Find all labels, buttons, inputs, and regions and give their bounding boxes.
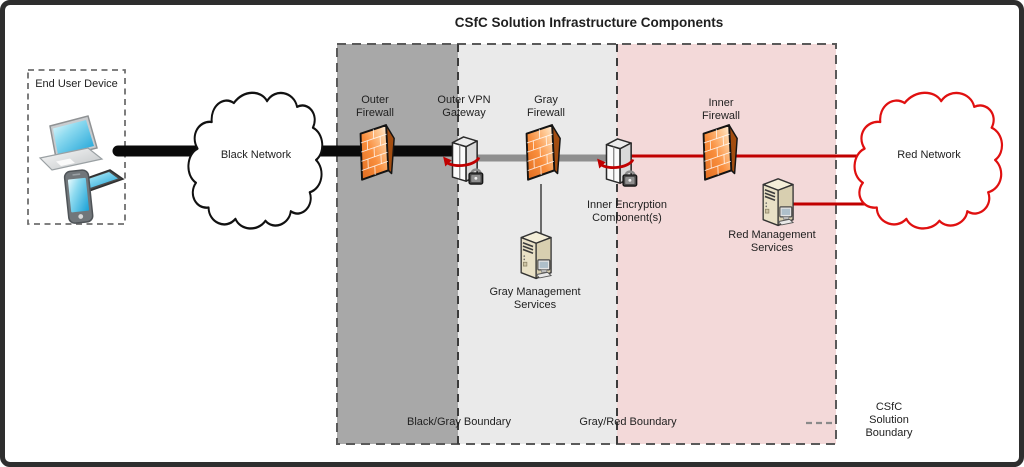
black-network-label: Black Network (220, 149, 292, 161)
red-zone-region (617, 44, 836, 444)
end-user-devices-icon (38, 115, 125, 224)
smartphone-icon (63, 169, 94, 224)
outer-vpn-gateway-icon (441, 135, 485, 186)
gray-firewall-icon (525, 124, 562, 181)
gray-red-boundary-label: Gray/Red Boundary (579, 416, 677, 428)
outer-firewall-icon (359, 124, 396, 181)
inner-firewall-label: Inner Firewall (702, 97, 740, 122)
inner-encryption-component-icon (595, 137, 639, 188)
gray-management-services-icon (520, 231, 552, 280)
gray-management-label: Gray Management Services (489, 286, 581, 311)
end-user-device-label: End User Device (35, 78, 118, 90)
black-gray-boundary-label: Black/Gray Boundary (407, 416, 511, 428)
inner-firewall-icon (702, 124, 739, 181)
csfc-solution-boundary-outline (336, 43, 837, 445)
inner-encryption-label: Inner Encryption Component(s) (586, 199, 668, 224)
outer-vpn-gateway-label: Outer VPN Gateway (437, 94, 491, 119)
gray-firewall-label: Gray Firewall (527, 94, 565, 119)
black-zone-region (337, 44, 458, 444)
outer-firewall-label: Outer Firewall (356, 94, 394, 119)
red-management-services-icon (762, 178, 794, 227)
diagram-title: CSfC Solution Infrastructure Components (454, 15, 724, 30)
laptop-icon (38, 115, 104, 171)
red-management-label: Red Management Services (728, 229, 816, 254)
csfc-solution-boundary-label: CSfC Solution Boundary (865, 401, 913, 439)
red-network-label: Red Network (897, 149, 961, 161)
